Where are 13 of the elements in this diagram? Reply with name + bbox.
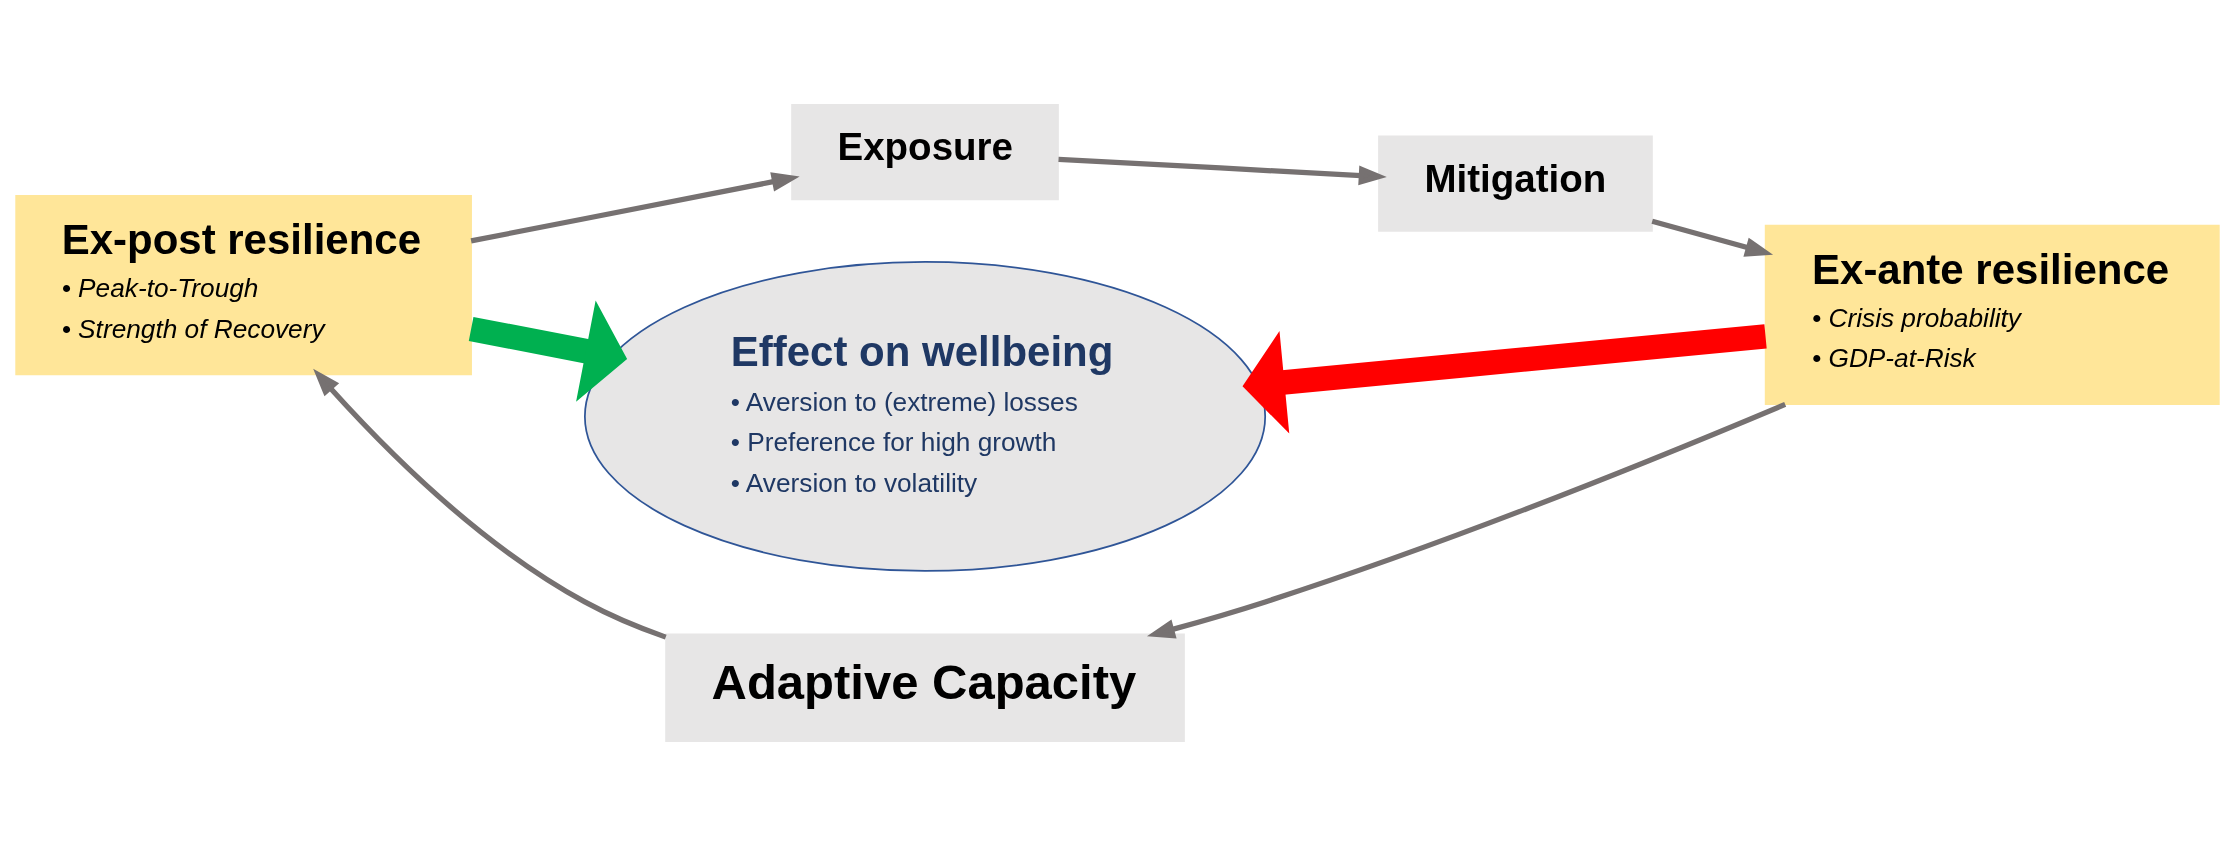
node-box: Exposure [791, 103, 1059, 200]
arrow [1058, 156, 1387, 185]
node-box: Ex-post resilience • Peak-to-Trough • Strength of Recovery [15, 194, 472, 375]
node-box: Ex-ante resilience • Crisis probability • GDP-at-Risk [1764, 224, 2220, 405]
arrow [1146, 401, 1787, 638]
arrow [470, 171, 800, 243]
arrow [468, 300, 628, 402]
arrow [313, 368, 667, 640]
node-ellipse: Effect on wellbeing • Aversion to (extreme) losses • Preference for high growth • Aversion to volatility [584, 260, 1267, 572]
node-box: Adaptive Capacity [665, 632, 1185, 742]
node-box: Mitigation [1378, 135, 1653, 232]
arrow [1242, 323, 1767, 434]
arrow [1651, 218, 1774, 257]
